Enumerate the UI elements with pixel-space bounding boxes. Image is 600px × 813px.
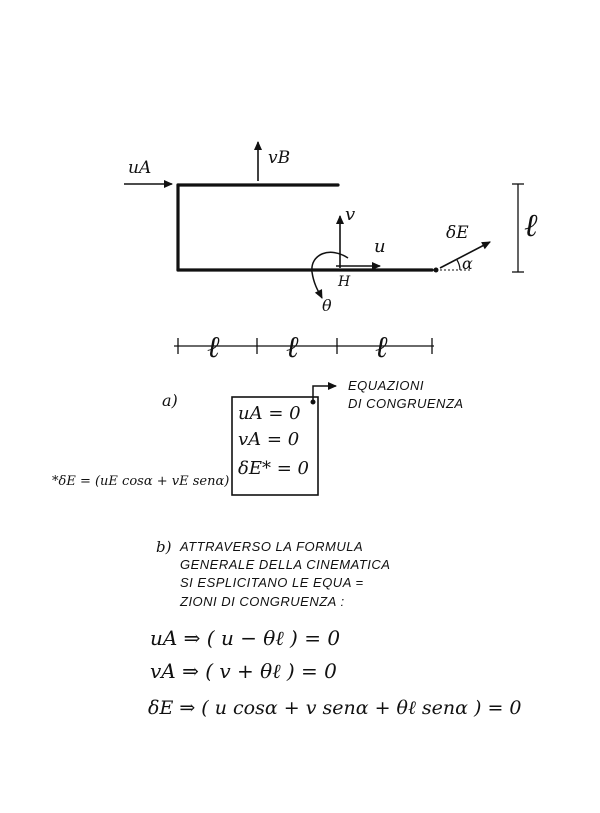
label-height-l: ℓ bbox=[524, 206, 538, 244]
frame-structure bbox=[176, 183, 434, 272]
part-b-text-3: SI ESPLICITANO LE EQUA = bbox=[180, 575, 364, 590]
equation-b-vA: vA ⇒ ( v + θℓ ) = 0 bbox=[150, 659, 337, 683]
deltaE-footnote: *δE = (uE cosα + vE senα) bbox=[52, 474, 230, 489]
label-vB: vB bbox=[268, 148, 291, 168]
part-a-marker: a) bbox=[162, 391, 178, 410]
equation-vA: vA = 0 bbox=[238, 429, 300, 450]
label-span-l-3: ℓ bbox=[375, 330, 388, 365]
part-b-marker: b) bbox=[156, 538, 172, 556]
alpha-angle-arc bbox=[456, 259, 461, 271]
label-span-l-1: ℓ bbox=[207, 330, 220, 365]
label-uA: uA bbox=[128, 158, 152, 178]
label-span-l-2: ℓ bbox=[286, 330, 299, 365]
equation-deltaE: δE* = 0 bbox=[238, 458, 309, 479]
callout-line-1: EQUAZIONI bbox=[348, 378, 425, 393]
span-dimension bbox=[174, 338, 434, 354]
part-b-text-2: GENERALE DELLA CINEMATICA bbox=[180, 557, 391, 572]
label-H: H bbox=[338, 274, 351, 290]
label-deltaE: δE bbox=[446, 223, 469, 243]
end-point-e bbox=[433, 267, 439, 273]
congruence-equations-box bbox=[231, 396, 319, 496]
label-v: v bbox=[345, 204, 356, 225]
equation-b-deltaE: δE ⇒ ( u cosα + v senα + θℓ senα ) = 0 bbox=[148, 697, 522, 719]
label-theta: θ bbox=[322, 296, 332, 315]
part-b-text-4: ZIONI DI CONGRUENZA : bbox=[180, 594, 345, 609]
equation-b-uA: uA ⇒ ( u − θℓ ) = 0 bbox=[150, 626, 341, 650]
callout-line-2: DI CONGRUENZA bbox=[348, 396, 464, 411]
height-dimension bbox=[512, 183, 524, 273]
callout-arrow bbox=[312, 382, 337, 402]
theta-rotation-arrow bbox=[311, 251, 349, 299]
deltaE-arrow bbox=[439, 241, 491, 269]
label-u: u bbox=[374, 236, 386, 257]
label-alpha: α bbox=[462, 254, 473, 273]
part-b-text-1: ATTRAVERSO LA FORMULA bbox=[180, 539, 364, 554]
equation-uA: uA = 0 bbox=[238, 403, 301, 424]
